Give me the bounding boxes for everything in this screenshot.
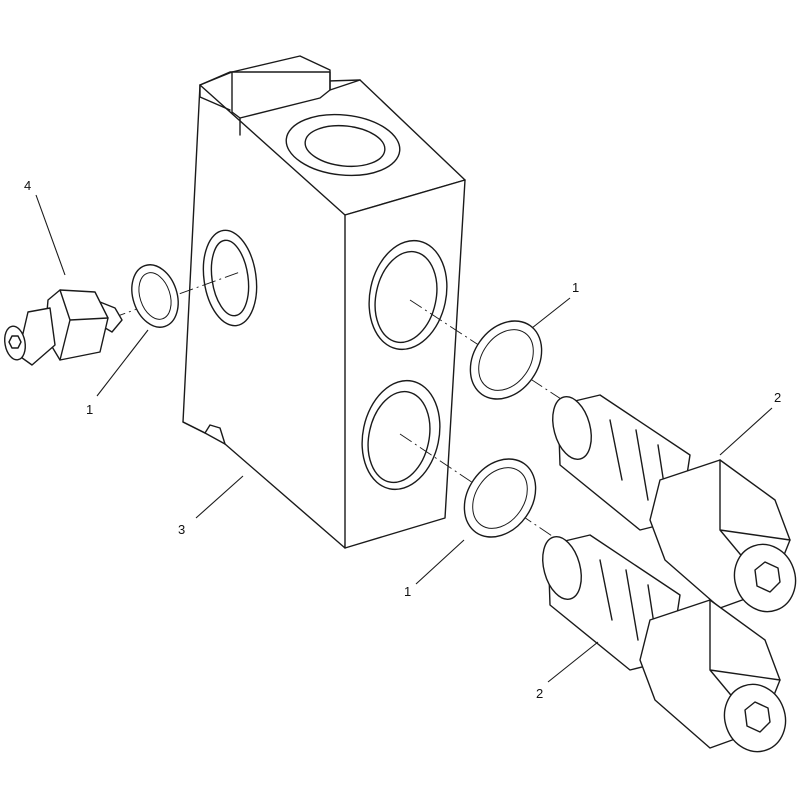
side-port-inner — [210, 239, 250, 317]
fitting-hex-nut — [44, 289, 109, 361]
seal-ring-lower — [463, 458, 537, 538]
valve-upper-nose — [552, 396, 592, 460]
leader-lines — [35, 194, 773, 683]
valve-upper-cap — [733, 543, 797, 613]
adjustment-fitting — [4, 289, 123, 366]
callout-1-lower: 1 — [404, 584, 411, 599]
upper-port-inner — [374, 250, 438, 344]
leader-4 — [35, 194, 66, 276]
valve-lower-cap — [723, 683, 787, 753]
callout-2-lower: 2 — [536, 686, 543, 701]
leader-3 — [195, 475, 244, 519]
seal-ring-upper — [469, 320, 543, 400]
seal-ring-left — [131, 264, 179, 328]
manifold-block — [182, 55, 466, 549]
centerline-lower — [399, 433, 586, 559]
block-bottom-notch — [182, 421, 226, 445]
leader-2b — [547, 641, 599, 683]
callout-2-upper: 2 — [774, 390, 781, 405]
top-port-inner — [304, 124, 386, 168]
block-right-face — [344, 179, 466, 549]
block-top-slot — [199, 55, 331, 136]
callout-3: 3 — [178, 522, 185, 537]
leader-1c — [415, 539, 465, 585]
callout-1-upper: 1 — [572, 280, 579, 295]
callout-4: 4 — [24, 178, 31, 193]
valve-lower-socket-icon — [744, 701, 771, 733]
leader-1b — [531, 297, 571, 329]
cartridge-valve-upper — [552, 394, 797, 613]
callout-labels: 4 1 3 1 1 2 2 — [24, 178, 781, 701]
hex-socket-icon — [8, 335, 22, 349]
lower-port-inner — [367, 390, 431, 484]
valve-upper-socket-icon — [754, 561, 781, 593]
leader-2a — [719, 407, 773, 456]
valve-lower-nose — [542, 536, 582, 600]
leader-1a — [96, 329, 149, 397]
cartridge-valve-lower — [542, 534, 787, 753]
callout-1-left: 1 — [86, 402, 93, 417]
fitting-end — [4, 325, 26, 361]
